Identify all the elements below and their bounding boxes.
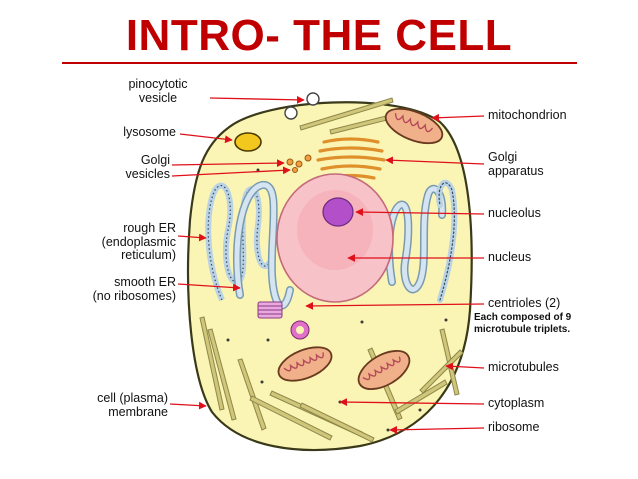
title-underline <box>62 62 577 64</box>
label-cell-membrane: cell (plasma) membrane <box>97 391 168 419</box>
pinocytotic-vesicle <box>284 92 320 120</box>
mitochondrion-shape <box>277 107 444 390</box>
centrioles-shape <box>257 301 310 340</box>
label-centrioles: centrioles (2) <box>488 296 561 310</box>
label-smooth-er: smooth ER (no ribosomes) <box>92 275 176 303</box>
label-cytoplasm: cytoplasm <box>488 396 545 410</box>
label-nucleus: nucleus <box>488 250 532 264</box>
right-er-shape <box>385 179 458 303</box>
label-microtubules: microtubules <box>488 360 559 374</box>
label-mitochondrion: mitochondrion <box>488 108 567 122</box>
lysosome-shape <box>234 132 262 152</box>
label-arrows <box>169 95 485 434</box>
nucleolus-shape <box>322 197 354 227</box>
page-title: INTRO- THE CELL <box>125 11 513 60</box>
label-rough-er: rough ER (endoplasmic reticulum) <box>101 221 176 262</box>
nucleus-shape <box>276 173 394 303</box>
golgi-vesicles-shape <box>286 154 312 173</box>
microtubules-shape <box>199 97 464 443</box>
label-nucleolus: nucleolus <box>488 206 541 220</box>
label-ribosome: ribosome <box>488 420 540 434</box>
label-golgi-apparatus: Golgi apparatus <box>488 150 544 178</box>
label-lysosome: lysosome <box>123 125 176 139</box>
label-pinocytotic-vesicle: pinocytotic vesicle <box>128 77 188 105</box>
label-centrioles-note: Each composed of 9 microtubule triplets. <box>474 312 572 335</box>
label-golgi-vesicles: Golgi vesicles <box>125 153 170 181</box>
